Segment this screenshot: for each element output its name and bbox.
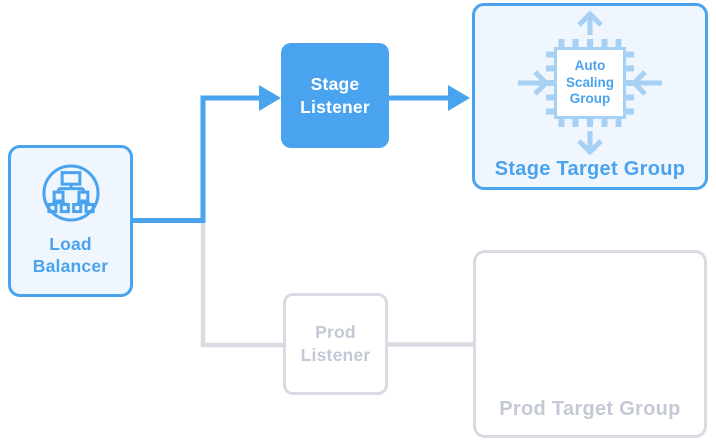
arrowhead-into-stage-target-group: [448, 85, 470, 111]
load-balancer-label: Load Balancer: [32, 234, 109, 277]
stage-target-group-label: Stage Target Group: [494, 158, 686, 180]
scale-in-right-arrow-icon: [630, 70, 662, 96]
scale-down-arrow-icon: [577, 131, 603, 156]
auto-scaling-group-label: Auto Scaling Group: [565, 58, 614, 107]
edge-load-balancer-to-stage-listener: [133, 95, 260, 223]
stage-listener-label: Stage Listener: [300, 73, 370, 117]
node-stage-target-group: Auto Scaling Group Stage Target Group: [472, 3, 708, 190]
prod-target-group-label: Prod Target Group: [499, 398, 681, 420]
asg-chip-pins-and-scale-arrows-icon: [518, 10, 662, 156]
scale-in-left-arrow-icon: [518, 70, 550, 96]
prod-listener-label: Prod Listener: [300, 322, 371, 365]
edge-load-balancer-to-prod-listener: [200, 222, 283, 348]
arrowhead-into-stage-listener: [259, 85, 281, 111]
asg-chip: Auto Scaling Group: [554, 47, 626, 119]
node-prod-listener: Prod Listener: [283, 293, 388, 395]
node-prod-target-group: Prod Target Group: [473, 250, 707, 438]
node-load-balancer: Load Balancer: [8, 145, 133, 297]
scale-up-arrow-icon: [577, 10, 603, 35]
load-balancer-icon: [41, 164, 100, 222]
auto-scaling-group-icon: Auto Scaling Group: [515, 8, 665, 158]
node-stage-listener: Stage Listener: [281, 43, 389, 148]
